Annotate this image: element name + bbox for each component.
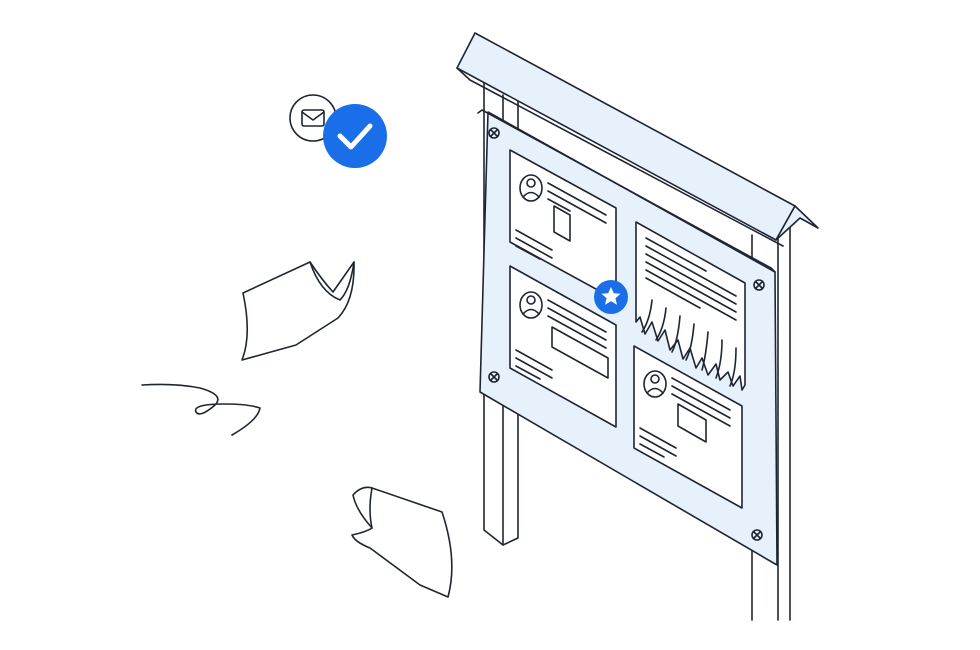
screw-top-right — [753, 279, 765, 291]
screw-bottom-left — [488, 371, 500, 383]
screw-bottom-right — [751, 529, 763, 541]
notice-card-3 — [633, 345, 743, 509]
notice-card-1 — [509, 149, 617, 301]
mail-icon — [301, 109, 325, 127]
screw-top-left — [488, 127, 500, 139]
notice-card-2 — [509, 265, 617, 428]
doodle-squiggle — [141, 383, 261, 436]
flying-paper-2 — [351, 486, 453, 598]
notice-card-torn — [635, 221, 746, 391]
avatar-icon — [519, 291, 543, 319]
flying-paper-1 — [241, 261, 355, 361]
star-badge-icon — [594, 280, 628, 314]
board-roof — [456, 32, 819, 247]
avatar-icon — [519, 174, 543, 202]
avatar-icon — [643, 370, 667, 398]
check-badge-icon — [323, 104, 387, 168]
board-screws — [488, 127, 765, 541]
